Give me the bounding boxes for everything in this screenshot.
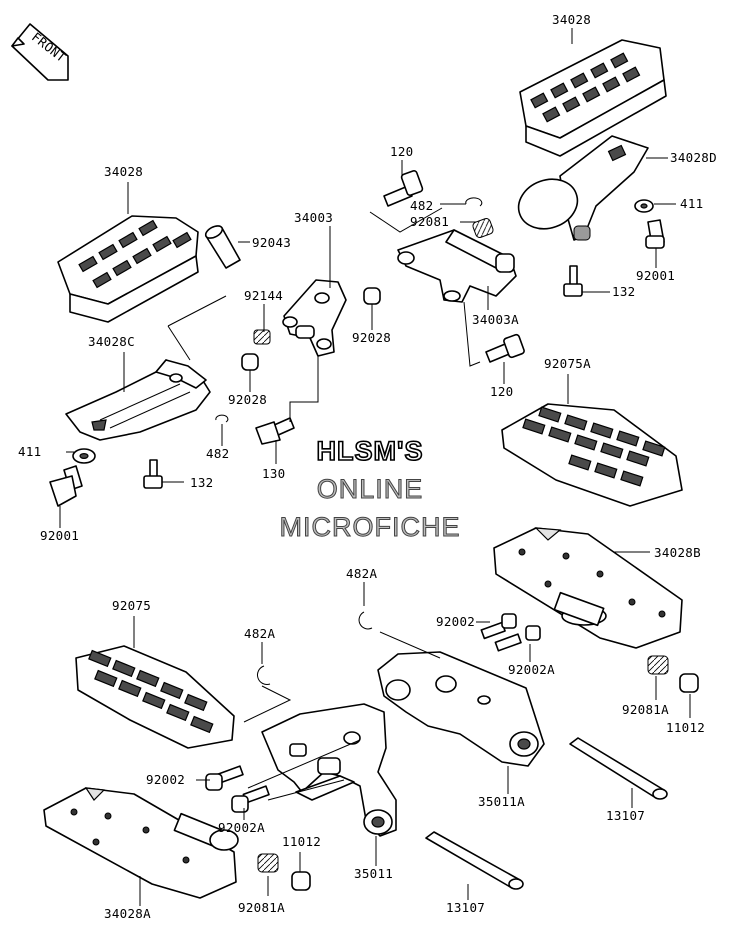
label-92002A-left: 92002A	[218, 820, 265, 835]
label-34028C: 34028C	[88, 334, 135, 349]
label-482-mid: 482	[410, 198, 433, 213]
spring-92081A-right	[647, 655, 669, 675]
label-411-right: 411	[680, 196, 703, 211]
bushing-11012-left	[291, 871, 311, 891]
label-92075: 92075	[112, 598, 151, 613]
spring-92081A-left	[257, 853, 279, 873]
bolt-92001-right	[645, 219, 665, 249]
label-34028D: 34028D	[670, 150, 717, 165]
floorboard-34028A	[43, 787, 239, 899]
part-labels: 34028 34028D 411 92001 132 120 482 92081…	[18, 12, 717, 921]
label-92001-right: 92001	[636, 268, 675, 283]
label-92002-right: 92002	[436, 614, 475, 629]
floorboard-34028B	[493, 527, 683, 649]
label-482-left: 482	[206, 446, 229, 461]
label-132-left: 132	[190, 475, 213, 490]
bracket-34003	[282, 279, 347, 357]
clip-482A-lower	[257, 665, 271, 685]
label-92081A-left: 92081A	[238, 900, 285, 915]
bolt-92002-right	[480, 613, 517, 640]
label-92081A-right: 92081A	[622, 702, 669, 717]
rod-13107-right	[569, 737, 668, 800]
label-92075A: 92075A	[544, 356, 591, 371]
label-92028-right: 92028	[352, 330, 391, 345]
bolt-92001-left	[49, 465, 83, 507]
floorboard-rubber-92075	[75, 645, 235, 749]
bolt-120-top	[383, 169, 424, 207]
spring-92144	[253, 329, 271, 345]
bolt-132-left	[143, 459, 163, 489]
front-direction-badge: FRONT	[11, 23, 69, 81]
label-132-right: 132	[612, 284, 635, 299]
label-35011A: 35011A	[478, 794, 525, 809]
label-92002A-right: 92002A	[508, 662, 555, 677]
label-92002-left: 92002	[146, 772, 185, 787]
pin-92043	[204, 225, 241, 269]
footpeg-rubber-top-right	[519, 39, 667, 157]
label-482A-lower: 482A	[244, 626, 275, 641]
bracket-34003A	[397, 229, 517, 303]
watermark: HLSM'S ONLINE MICROFICHE	[279, 435, 461, 542]
bolt-92002-left	[205, 765, 244, 791]
label-13107-right: 13107	[606, 808, 645, 823]
label-92081-mid: 92081	[410, 214, 449, 229]
label-92144: 92144	[244, 288, 283, 303]
bolt-130	[255, 417, 295, 445]
watermark-line1: HLSM'S	[317, 436, 424, 466]
footpeg-bracket-34028C	[65, 359, 211, 441]
bolt-132-right	[563, 265, 583, 297]
bracket-35011	[261, 703, 397, 837]
label-482A-upper: 482A	[346, 566, 377, 581]
washer-411-right	[634, 199, 654, 213]
bushing-11012-right	[679, 673, 699, 693]
label-130: 130	[262, 466, 285, 481]
label-92001-left: 92001	[40, 528, 79, 543]
bolt-92002A-left	[231, 785, 270, 813]
label-35011: 35011	[354, 866, 393, 881]
washer-411-left	[72, 448, 96, 464]
label-120-bottom: 120	[490, 384, 513, 399]
clip-482-left	[215, 414, 229, 423]
bolt-120-bottom	[485, 333, 525, 363]
label-34003A: 34003A	[472, 312, 519, 327]
footpeg-rubber-left	[57, 215, 199, 323]
label-92028-left: 92028	[228, 392, 267, 407]
watermark-line3: MICROFICHE	[280, 512, 461, 542]
footpeg-bracket-34028D	[517, 135, 649, 241]
label-34028-left: 34028	[104, 164, 143, 179]
label-34028-top-right: 34028	[552, 12, 591, 27]
label-92043: 92043	[252, 235, 291, 250]
rod-13107-left	[425, 831, 524, 890]
bolt-92002A-right	[494, 625, 541, 652]
leader-lines	[59, 28, 691, 906]
floorboard-rubber-92075A	[501, 403, 683, 507]
label-11012-left: 11012	[282, 834, 321, 849]
watermark-line2: ONLINE	[317, 474, 424, 504]
bushing-92028-right	[363, 287, 381, 305]
spring-92081-mid	[472, 218, 494, 238]
label-34028B: 34028B	[654, 545, 701, 560]
clip-482A-upper	[358, 611, 373, 630]
label-11012-right: 11012	[666, 720, 705, 735]
label-34028A: 34028A	[104, 906, 151, 921]
bushing-92028-left	[241, 353, 259, 371]
label-120-top: 120	[390, 144, 413, 159]
bracket-35011A	[377, 651, 545, 767]
label-34003: 34003	[294, 210, 333, 225]
clip-482-mid	[465, 197, 483, 207]
label-13107-left: 13107	[446, 900, 485, 915]
label-411-left: 411	[18, 444, 41, 459]
